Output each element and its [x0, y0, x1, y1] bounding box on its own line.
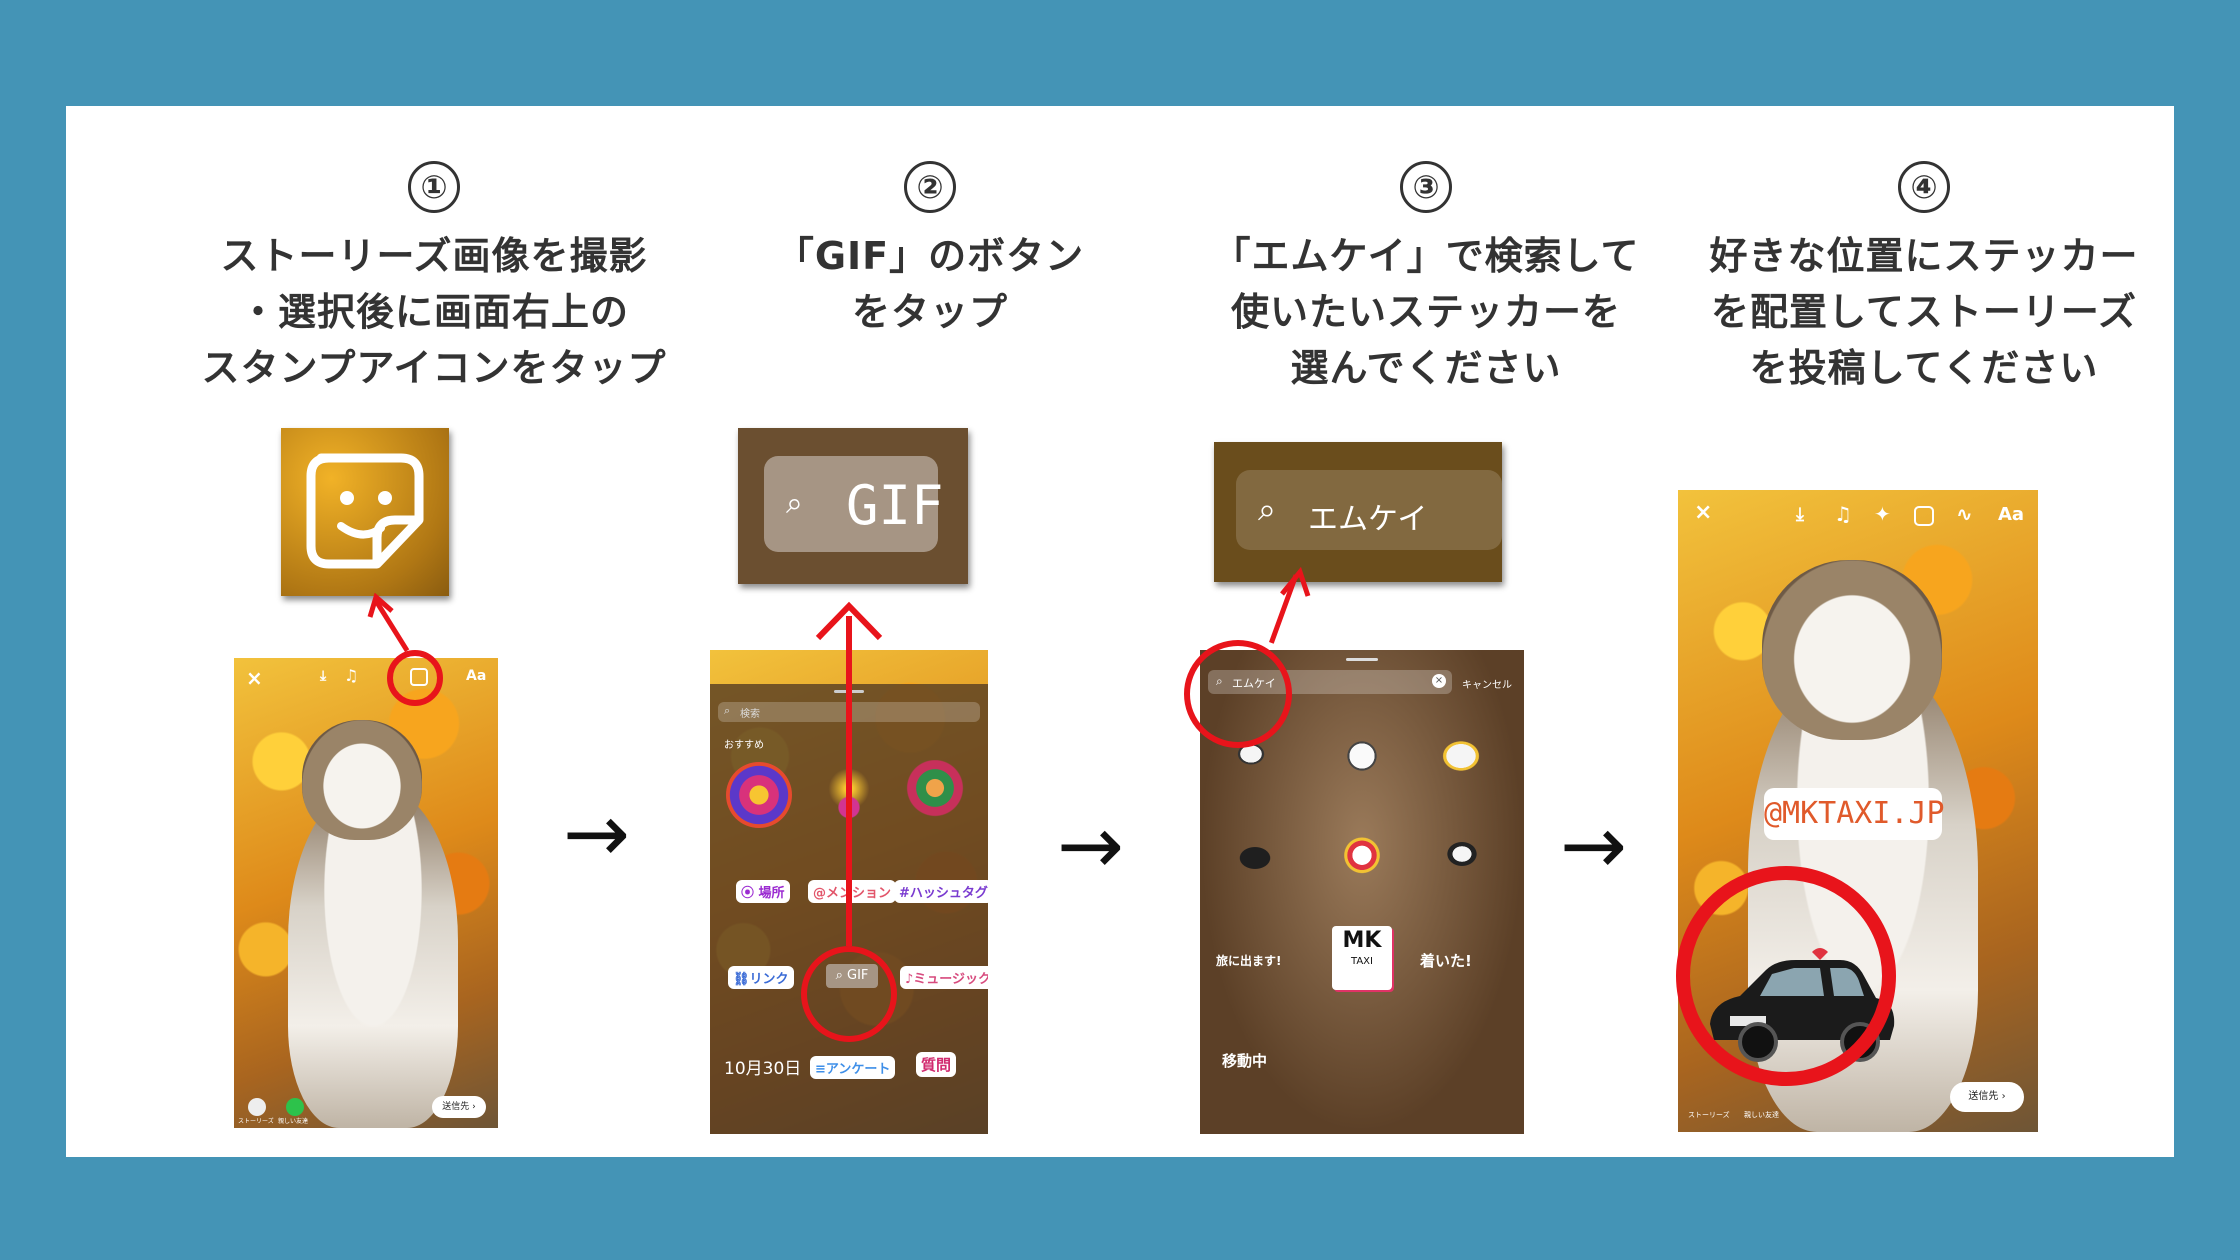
- cat-head: [1762, 560, 1942, 740]
- mk-logo-text: MK: [1342, 928, 1382, 953]
- location-sticker[interactable]: ⦿ 場所: [736, 880, 790, 903]
- search-field-zoom: ⌕ エムケイ: [1214, 442, 1502, 582]
- phone-screen-3: ⌕ エムケイ × キャンセル 旅に出ます! MK TAXI 着いた! 移動中: [1200, 650, 1524, 1134]
- close-icon[interactable]: ×: [1694, 500, 1713, 525]
- story-avatar[interactable]: [248, 1098, 266, 1116]
- send-button[interactable]: 送信先 ›: [1950, 1082, 2024, 1112]
- close-icon[interactable]: ×: [246, 666, 263, 690]
- step-4-number: ④: [1898, 161, 1950, 213]
- gif-button-zoom-pill: ⌕ GIF: [764, 456, 944, 552]
- sticker-mandala[interactable]: [726, 762, 792, 828]
- poll-sticker[interactable]: ≡アンケート: [810, 1056, 896, 1079]
- question-sticker[interactable]: 質問: [916, 1052, 957, 1077]
- mention-sticker[interactable]: @メンション: [808, 880, 897, 903]
- sticker-glove[interactable]: [1340, 734, 1384, 778]
- step-1-caption: ストーリーズ画像を撮影 ・選択後に画面右上の スタンプアイコンをタップ: [201, 234, 667, 390]
- search-field-zoom-pill: ⌕ エムケイ: [1236, 470, 1502, 550]
- gif-button-zoom: ⌕ GIF: [738, 428, 968, 584]
- tutorial-card: ① ストーリーズ画像を撮影 ・選択後に画面右上の スタンプアイコンをタップ × …: [66, 106, 2174, 1157]
- close-friends-label: 親しい友達: [1744, 1111, 1779, 1119]
- text-button[interactable]: Aa: [1998, 504, 2025, 525]
- date-sticker[interactable]: 10月30日: [724, 1059, 802, 1079]
- highlight-ring-3: [1184, 640, 1292, 748]
- cancel-button[interactable]: キャンセル: [1462, 680, 1512, 691]
- next-arrow-3: →: [1560, 799, 1628, 892]
- cat-photo: [288, 788, 458, 1128]
- step-1-number: ①: [408, 161, 460, 213]
- highlight-ring-2: [801, 946, 897, 1042]
- pointer-arrowhead-2: [815, 601, 883, 641]
- next-arrow-2: →: [1057, 799, 1125, 892]
- sticker-dancer[interactable]: [900, 760, 970, 830]
- close-friends-label: 親しい友達: [278, 1118, 309, 1125]
- step-4-caption: 好きな位置にステッカー を配置してストーリーズ を投稿してください: [1709, 234, 2139, 390]
- sticker-driver[interactable]: [1434, 734, 1488, 778]
- download-icon[interactable]: ⤓: [1796, 504, 1804, 525]
- sticker-travel[interactable]: 旅に出ます!: [1216, 954, 1282, 968]
- highlight-ring-1: [387, 650, 443, 706]
- gif-zoom-label: GIF: [846, 474, 944, 537]
- music-sticker[interactable]: ♪ミュージック: [900, 966, 988, 989]
- section-label: おすすめ: [724, 740, 764, 751]
- download-icon[interactable]: ⤓: [320, 668, 327, 684]
- close-friends-button[interactable]: [286, 1098, 304, 1116]
- text-button[interactable]: Aa: [466, 668, 487, 684]
- highlight-ring-4: [1676, 866, 1896, 1086]
- tray-handle: [1346, 658, 1378, 661]
- sticker-button[interactable]: [1914, 506, 1934, 526]
- pointer-line-2: [846, 616, 852, 946]
- taxi-text: TAXI: [1351, 956, 1373, 967]
- sticker-mk-heart[interactable]: [1336, 830, 1388, 876]
- effects-icon[interactable]: ✦: [1874, 502, 1891, 526]
- pointer-arrowhead-1: [367, 593, 394, 618]
- next-arrow-1: →: [563, 787, 631, 880]
- sticker-arrived[interactable]: 着いた!: [1420, 952, 1472, 970]
- sticker-taxi-cute[interactable]: [1440, 836, 1484, 872]
- mention-sticker[interactable]: @MKTAXI.JP: [1764, 788, 1945, 840]
- music-icon[interactable]: ♫: [1834, 502, 1852, 526]
- phone-screen-1: × ⤓ ♫ Aa 送信先 › ストーリーズ 親しい友達: [234, 658, 498, 1128]
- cat-head: [302, 720, 422, 840]
- search-icon: ⌕: [724, 704, 731, 717]
- step-3-caption: 「エムケイ」で検索して 使いたいステッカーを 選んでください: [1212, 234, 1640, 390]
- hashtag-sticker[interactable]: #ハッシュタグ: [894, 880, 988, 903]
- clear-icon[interactable]: ×: [1432, 674, 1446, 688]
- step-2-number: ②: [904, 161, 956, 213]
- search-placeholder: 検索: [740, 709, 760, 720]
- sticker-mk-taxi[interactable]: MK TAXI: [1332, 926, 1392, 990]
- pointer-arrowhead-3: [1280, 566, 1311, 597]
- sticker-icon: [306, 453, 424, 569]
- stories-label: ストーリーズ: [238, 1118, 274, 1125]
- send-button[interactable]: 送信先 ›: [432, 1096, 486, 1118]
- stories-label: ストーリーズ: [1688, 1111, 1730, 1119]
- sticker-taxi-small[interactable]: [1230, 840, 1280, 870]
- zoom-query: エムケイ: [1308, 502, 1428, 537]
- search-icon: ⌕: [1258, 490, 1276, 528]
- search-icon: ⌕: [786, 486, 803, 521]
- step-3-number: ③: [1400, 161, 1452, 213]
- sticker-moving[interactable]: 移動中: [1222, 1052, 1268, 1070]
- music-icon[interactable]: ♫: [344, 666, 359, 685]
- sticker-icon-zoom: [281, 428, 449, 596]
- link-sticker[interactable]: ⛓リンク: [728, 966, 794, 989]
- step-2-caption: 「GIF」のボタン をタップ: [775, 234, 1085, 334]
- draw-icon[interactable]: ∿: [1956, 502, 1973, 526]
